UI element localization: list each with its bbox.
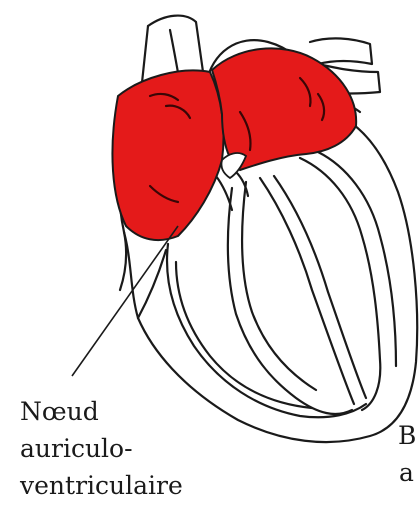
bundle-label-fragment-1: B [398, 423, 416, 448]
av-node-label-line-1: Nœud [20, 399, 99, 424]
bundle-label-fragment-2: a [399, 460, 414, 485]
interventricular-septum [228, 188, 352, 414]
av-node-label-line-3: ventriculaire [20, 473, 183, 498]
av-node-label-line-2: auriculo- [20, 436, 133, 461]
